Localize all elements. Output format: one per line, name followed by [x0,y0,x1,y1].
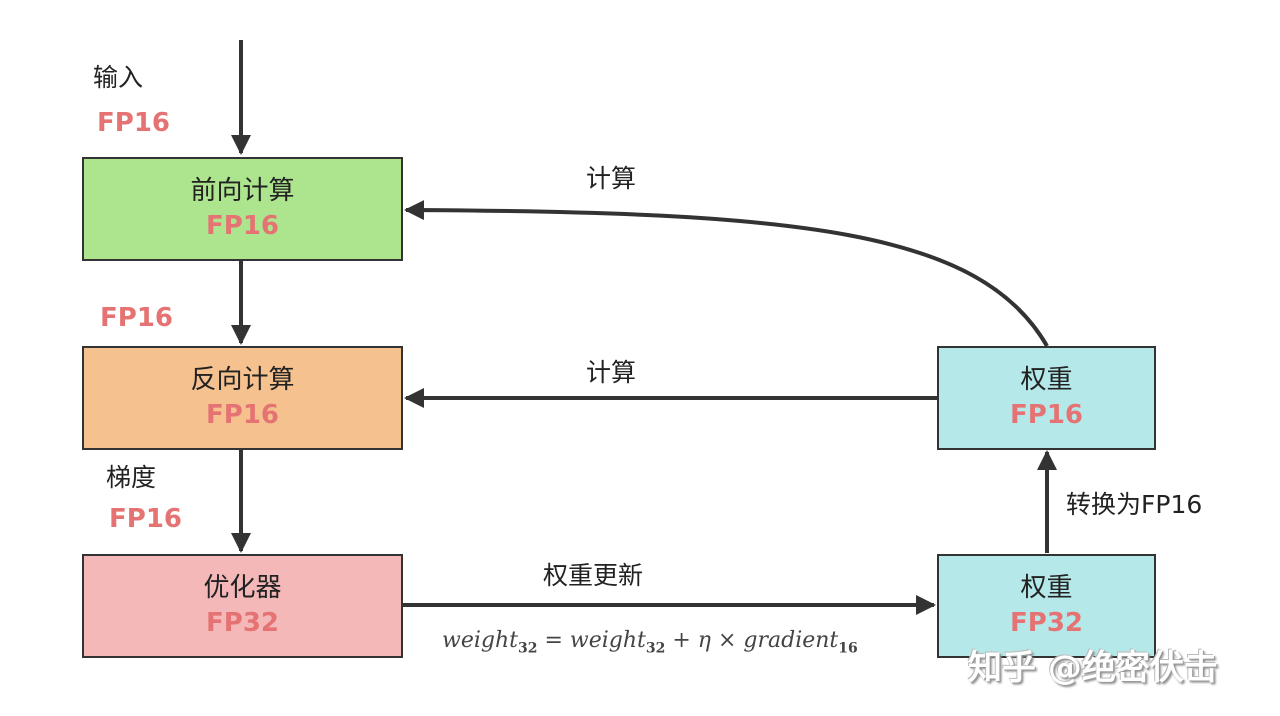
backward-title: 反向计算 [190,365,295,395]
input-label: 输入 [93,63,144,92]
optimizer-title: 优化器 [203,573,282,603]
update-formula: weight32 = weight32 + η × gradient16 [442,628,858,656]
formula-lhs: weight [442,628,518,653]
backward-precision: FP16 [206,400,279,430]
compute-label-middle: 计算 [586,358,637,387]
optimizer-precision: FP32 [206,608,279,638]
formula-rhs2: gradient [743,628,839,653]
formula-rhs1-sub: 32 [645,640,666,657]
formula-plus: + η × [665,628,744,653]
optimizer-box: 优化器 FP32 [82,554,403,658]
weight-to-forward-curve [404,200,1049,348]
gradient-label: 梯度 [106,463,157,492]
weight-fp16-box: 权重 FP16 [937,346,1156,450]
compute-label-top: 计算 [586,164,637,193]
activation-precision: FP16 [100,303,173,333]
weight-update-label: 权重更新 [543,561,644,590]
convert-label: 转换为FP16 [1066,490,1203,519]
backward-box: 反向计算 FP16 [82,346,403,450]
weight-fp32-box: 权重 FP32 [937,554,1156,658]
forward-title: 前向计算 [190,176,295,206]
formula-rhs1: weight [569,628,646,653]
forward-precision: FP16 [206,211,279,241]
forward-box: 前向计算 FP16 [82,157,403,261]
weight-fp16-precision: FP16 [1010,400,1083,430]
weight-fp16-title: 权重 [1020,365,1073,395]
weight-fp32-title: 权重 [1020,573,1073,603]
weight-fp32-precision: FP32 [1010,608,1083,638]
formula-rhs2-sub: 16 [838,640,858,657]
gradient-precision: FP16 [109,504,182,534]
watermark: 知乎 @绝密伏击 [968,648,1218,688]
formula-eq: = [537,628,570,653]
input-precision: FP16 [97,108,170,138]
formula-lhs-sub: 32 [517,640,538,657]
